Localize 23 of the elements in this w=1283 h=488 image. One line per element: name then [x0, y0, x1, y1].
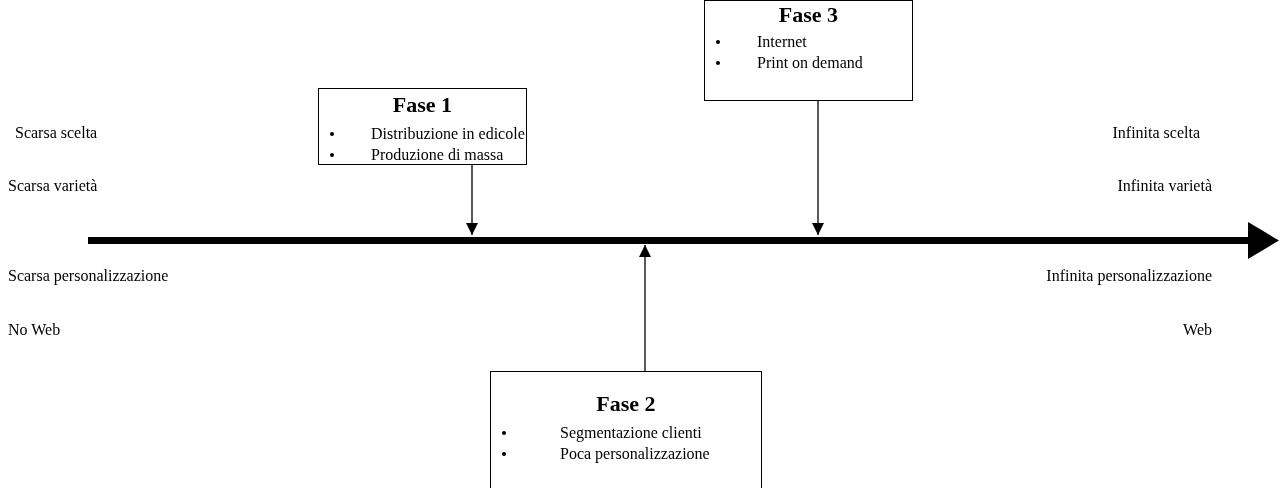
list-item: Print on demand — [757, 54, 863, 71]
list-item: Internet — [757, 33, 807, 50]
phase-box — [318, 88, 527, 165]
axis-label: Infinita scelta — [1112, 124, 1200, 142]
arrow — [639, 244, 651, 372]
axis-label: Web — [1183, 321, 1212, 339]
axis-label: Scarsa varietà — [8, 177, 98, 195]
axis-label: Infinita personalizzazione — [1046, 267, 1212, 285]
list-item: Produzione di massa — [371, 146, 504, 163]
list-item: Distribuzione in edicole — [371, 125, 525, 142]
phase-title: Fase 3 — [777, 3, 840, 27]
phase-box — [490, 371, 762, 488]
phase-title: Fase 2 — [595, 392, 657, 416]
list-item: Segmentazione clienti — [560, 424, 702, 441]
axis-label: Infinita varietà — [1117, 177, 1212, 195]
phase-title: Fase 1 — [391, 93, 454, 117]
list-item: Poca personalizzazione — [560, 445, 710, 462]
arrow — [466, 164, 478, 236]
axis-label: No Web — [8, 321, 61, 339]
arrow — [812, 100, 824, 236]
axis-label: Scarsa scelta — [15, 124, 98, 142]
phase-box — [704, 0, 913, 101]
axis-label: Scarsa personalizzazione — [8, 267, 169, 285]
